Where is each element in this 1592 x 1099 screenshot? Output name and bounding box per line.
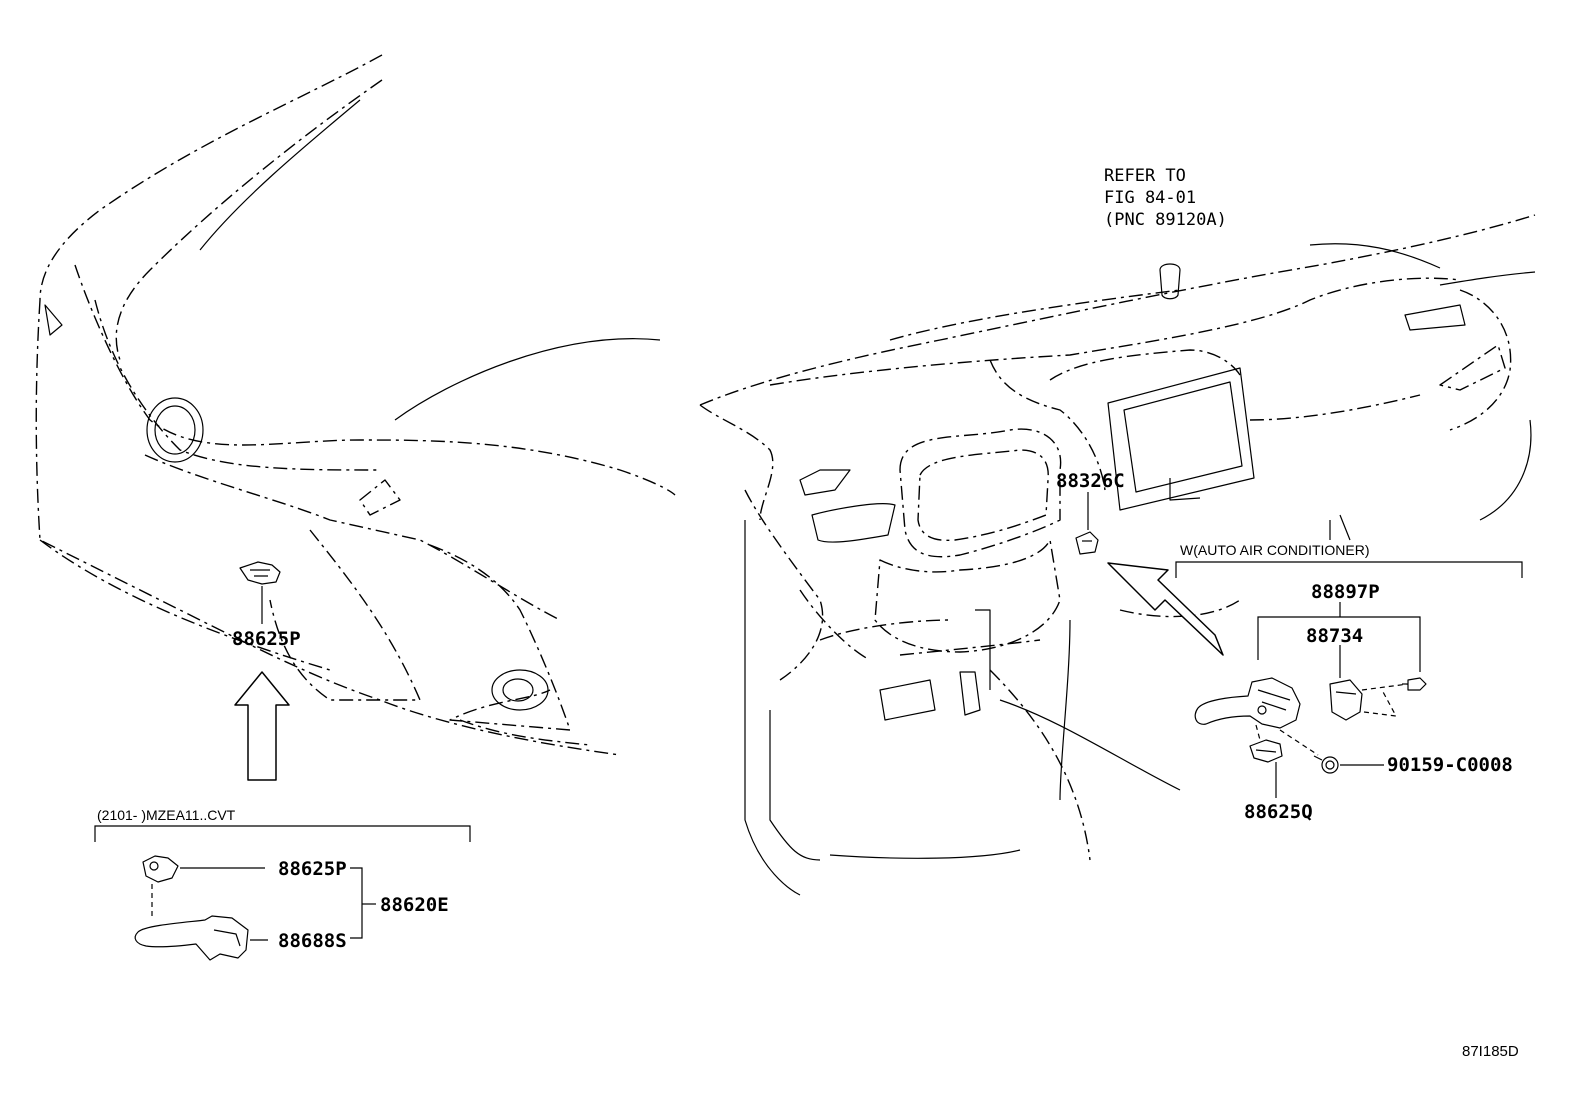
refer-note-line-1: REFER TO <box>1104 166 1186 186</box>
mzea-bracket-label: 88688S <box>278 930 347 952</box>
refer-note-line-2: FIG 84-01 <box>1104 188 1196 208</box>
mzea-bracket-icon <box>134 915 249 961</box>
screw-icon <box>1402 677 1427 691</box>
mzea-sensor-label: 88625P <box>278 858 347 880</box>
mzea-condition-label: (2101- )MZEA11..CVT <box>97 807 236 823</box>
refer-note-line-3: (PNC 89120A) <box>1104 210 1227 230</box>
auto-ac-assembly-label: 88897P <box>1311 581 1380 603</box>
mzea-assembly-label: 88620E <box>380 894 449 916</box>
auto-ac-condition-label: W(AUTO AIR CONDITIONER) <box>1180 542 1370 558</box>
auto-ac-bolt-label: 90159-C0008 <box>1387 754 1513 776</box>
dash-view-arrow-icon <box>1107 562 1224 656</box>
front-sensor-icon <box>239 561 281 585</box>
front-bumper-part-label: 88625P <box>232 628 301 650</box>
mzea-condition-group <box>94 825 471 961</box>
auto-ac-condition-group <box>1175 561 1523 798</box>
auto-ac-sensor-icon <box>1249 739 1283 763</box>
front-bumper-drawing <box>35 54 676 781</box>
dash-sensor-icon <box>1075 531 1099 555</box>
aspirator-assembly-icon <box>1194 677 1301 729</box>
dashboard-drawing <box>699 214 1536 896</box>
dash-sensor-label: 88326C <box>1056 470 1125 492</box>
front-view-arrow-icon <box>234 671 290 781</box>
solar-sensor-icon <box>1159 263 1181 300</box>
figure-code: 87I185D <box>1462 1043 1519 1060</box>
mzea-sensor-icon <box>142 855 179 883</box>
auto-ac-sub-label: 88734 <box>1306 625 1363 647</box>
display-screen <box>1107 367 1255 511</box>
auto-ac-sensor-label: 88625Q <box>1244 801 1313 823</box>
bolt-icon <box>1313 755 1339 774</box>
sub-part-icon <box>1329 679 1363 721</box>
